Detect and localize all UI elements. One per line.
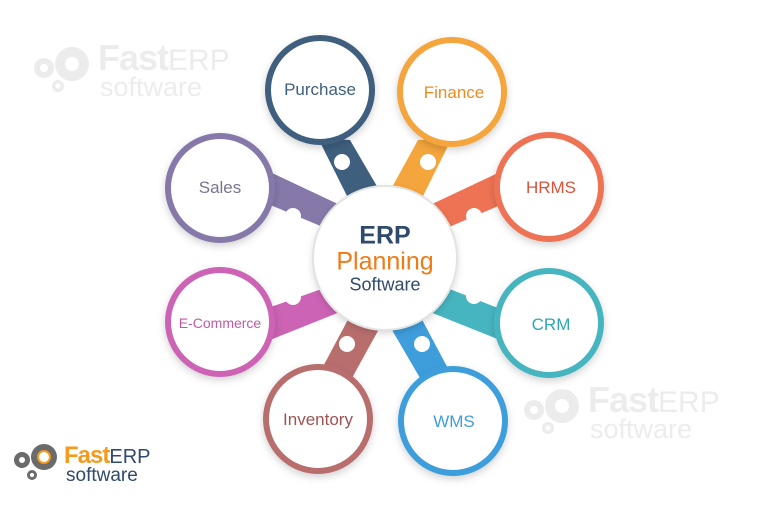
node-label-purchase: Purchase (284, 80, 356, 99)
center-line-planning: Planning (336, 247, 434, 276)
watermark-bottom-right: FastERP software (518, 382, 720, 443)
center-line-software: Software (349, 273, 421, 294)
node-hrms[interactable] (494, 132, 604, 242)
node-ecommerce[interactable] (165, 267, 275, 377)
node-finance[interactable] (397, 37, 507, 147)
gears-icon (34, 47, 89, 92)
node-label-inventory: Inventory (283, 410, 353, 429)
node-purchase[interactable] (265, 35, 375, 145)
gears-icon (524, 389, 579, 434)
node-label-crm: CRM (531, 315, 571, 334)
node-sales[interactable] (165, 133, 275, 243)
watermark-erp: ERP (168, 44, 230, 77)
logo-software: software (66, 465, 138, 486)
node-label-hrms: HRMS (525, 178, 577, 197)
watermark-fast: Fast (588, 379, 659, 420)
node-crm[interactable] (494, 268, 604, 378)
gears-icon (14, 444, 57, 480)
node-label-wms: WMS (433, 412, 475, 431)
center-line-erp: ERP (359, 221, 411, 250)
watermark-erp: ERP (658, 386, 720, 419)
watermark-fast: Fast (98, 37, 169, 78)
node-label-sales: Sales (198, 178, 242, 197)
node-wms[interactable] (398, 366, 508, 476)
fasterp-logo: FastERP software (10, 444, 150, 485)
connector-holes (285, 154, 482, 352)
node-label-finance: Finance (423, 83, 485, 102)
logo-erp: ERP (109, 446, 151, 468)
node-label-ecommerce: E-Commerce (178, 315, 262, 331)
watermark-software: software (590, 414, 693, 444)
center-hub (313, 186, 457, 330)
center-title: ERP Planning Software (336, 222, 433, 293)
node-inventory[interactable] (263, 364, 373, 474)
logo-fast: Fast (64, 442, 110, 469)
watermark-software: software (100, 72, 203, 102)
watermark-top-left: FastERP software (28, 40, 230, 101)
